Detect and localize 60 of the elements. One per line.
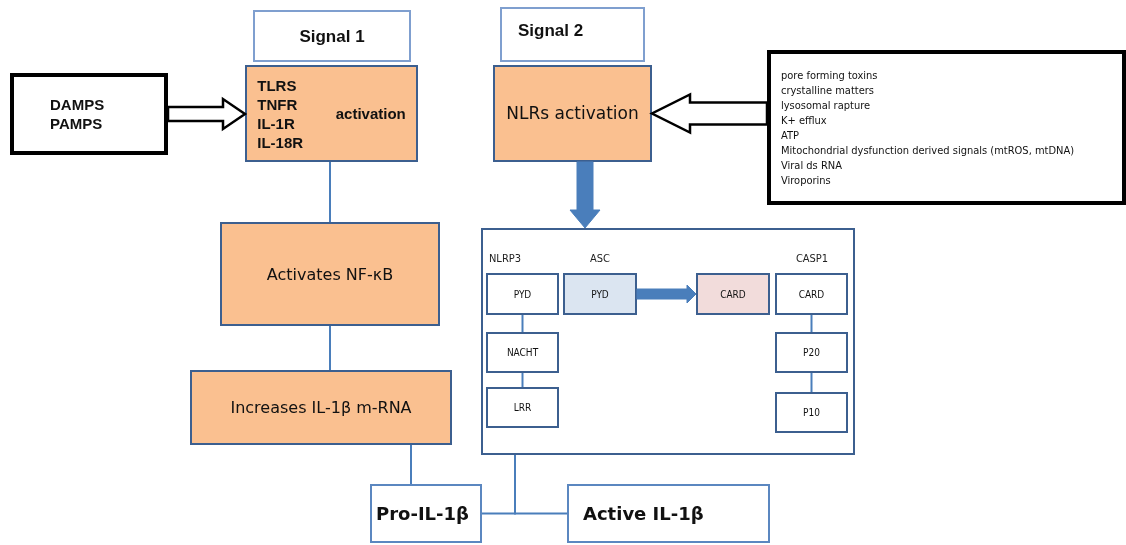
connector-line [810, 314, 813, 333]
list-item: pore forming toxins [781, 67, 878, 83]
list-item: ATP [781, 127, 799, 143]
node-label: NACHT [506, 346, 539, 360]
node-label: P10 [803, 406, 820, 420]
connector-line [521, 372, 524, 388]
input-box [767, 50, 1126, 205]
node-label: PYD [513, 287, 532, 302]
block-arrow [569, 161, 601, 229]
domain-box [696, 273, 770, 315]
list-item: Viral ds RNA [781, 157, 842, 173]
domain-box [775, 332, 848, 373]
connector-line [521, 314, 524, 333]
domain-box [563, 273, 637, 315]
column-heading: NLRP3 [488, 252, 522, 265]
node-label: LRR [513, 401, 532, 415]
node-label: Pro-IL-1β [376, 504, 469, 523]
node-label: Signal 2 [518, 21, 584, 40]
domain-box [486, 273, 559, 315]
domain-box [486, 332, 559, 373]
node-label: Activates NF-κB [266, 264, 394, 284]
node-label: CARD [798, 287, 825, 302]
connector-line [410, 444, 412, 485]
block-arrow [649, 92, 769, 135]
node-label: Signal 1 [299, 26, 365, 46]
column-heading: ASC [590, 252, 610, 265]
list-item: Mitochondrial dysfunction derived signals (mtROS, mtDNA) [781, 142, 1075, 158]
node-label: Increases IL-1β m-RNA [230, 398, 412, 417]
signal-box [253, 10, 411, 62]
process-box [220, 222, 440, 326]
node-label: activation [335, 104, 406, 123]
list-item: lysosomal rapture [781, 97, 871, 113]
block-arrow [636, 284, 697, 304]
process-box [245, 65, 418, 162]
list-item: K+ efflux [781, 112, 827, 128]
node-label: CARD [720, 287, 746, 302]
node-label: NLRs activation [506, 104, 639, 123]
product-box [567, 484, 770, 543]
domain-box [775, 392, 848, 433]
block-arrow [166, 96, 248, 132]
connector-line [329, 161, 331, 223]
list-item: Viroporins [781, 172, 831, 188]
column-heading: CASP1 [795, 252, 829, 265]
connector-line [810, 372, 813, 393]
node-label: PYD [591, 287, 609, 302]
list-item: crystalline matters [781, 82, 874, 98]
box-shape [481, 228, 855, 455]
connector-line [514, 454, 568, 515]
node-label: P20 [803, 346, 820, 360]
input-box [10, 73, 168, 155]
domain-box [775, 273, 848, 315]
receptor-list: TLRS TNFR IL-1R IL-18R [257, 75, 316, 152]
domain-box [486, 387, 559, 428]
node-label: DAMPS PAMPS [50, 95, 106, 133]
product-box [370, 484, 482, 543]
process-box [493, 65, 652, 162]
signal-box [500, 7, 645, 62]
node-label: Active IL-1β [583, 504, 704, 523]
connector-line [329, 325, 331, 371]
process-box [190, 370, 452, 445]
